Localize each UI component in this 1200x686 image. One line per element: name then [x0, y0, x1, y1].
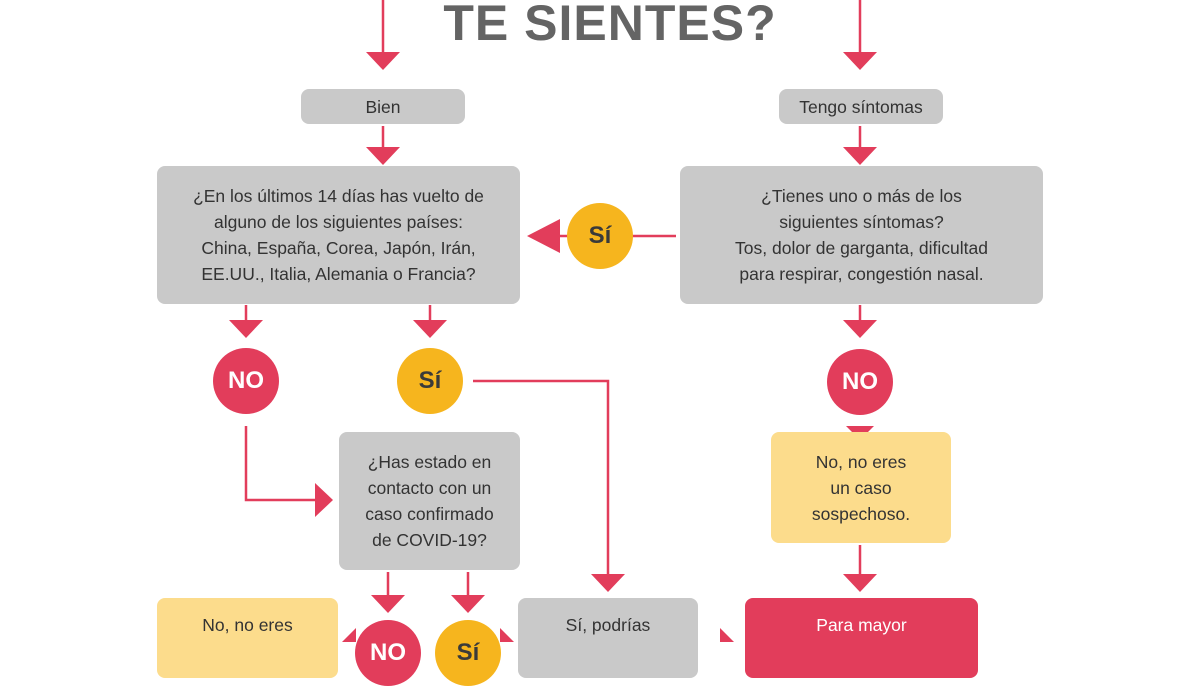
node-line: alguno de los siguientes países: — [213, 212, 464, 232]
node-line: China, España, Corea, Japón, Irán, — [201, 238, 476, 258]
answer-no-circle: NO — [355, 620, 421, 686]
node-line: contacto con un — [367, 478, 492, 498]
node-para-mayor: Para mayor — [745, 598, 978, 678]
connector-arrows — [229, 0, 877, 642]
answer-no-circle: NO — [213, 348, 279, 414]
node-line: sospechoso. — [811, 503, 911, 524]
node-pregunta-contacto: ¿Has estado en contacto con un caso conf… — [339, 432, 520, 570]
answer-no-circle: NO — [827, 349, 893, 415]
node-line: Tos, dolor de garganta, dificultad — [735, 238, 988, 258]
node-line: un caso — [830, 477, 892, 498]
node-pregunta-paises: ¿En los últimos 14 días has vuelto de al… — [157, 166, 520, 304]
node-label: Sí, podrías — [565, 615, 651, 635]
node-tengo-sintomas: Tengo síntomas — [779, 89, 943, 124]
node-no-eres: No, no eres — [157, 598, 338, 678]
node-label: Bien — [365, 96, 401, 117]
node-line: caso confirmado — [365, 504, 494, 524]
node-line: No, no eres — [815, 451, 907, 472]
answer-si-circle: Sí — [435, 620, 501, 686]
node-si-podrias: Sí, podrías — [518, 598, 698, 678]
answer-si-circle: Sí — [397, 348, 463, 414]
node-line: ¿Tienes uno o más de los — [761, 186, 962, 206]
node-line: siguientes síntomas? — [779, 212, 944, 232]
node-label: No, no eres — [202, 615, 293, 635]
answer-si-circle: Sí — [567, 203, 633, 269]
node-bien: Bien — [301, 89, 465, 124]
node-line: ¿En los últimos 14 días has vuelto de — [193, 186, 484, 206]
page-title: TE SIENTES? — [443, 0, 777, 51]
node-line: para respirar, congestión nasal. — [739, 264, 984, 284]
node-label: Para mayor — [816, 615, 907, 635]
node-line: ¿Has estado en — [367, 452, 492, 472]
node-line: EE.UU., Italia, Alemania o Francia? — [201, 264, 476, 284]
node-label: Tengo síntomas — [799, 96, 923, 117]
node-no-sospechoso: No, no eres un caso sospechoso. — [771, 432, 951, 543]
node-line: de COVID-19? — [372, 530, 487, 550]
node-pregunta-sintomas: ¿Tienes uno o más de los siguientes sínt… — [680, 166, 1043, 304]
